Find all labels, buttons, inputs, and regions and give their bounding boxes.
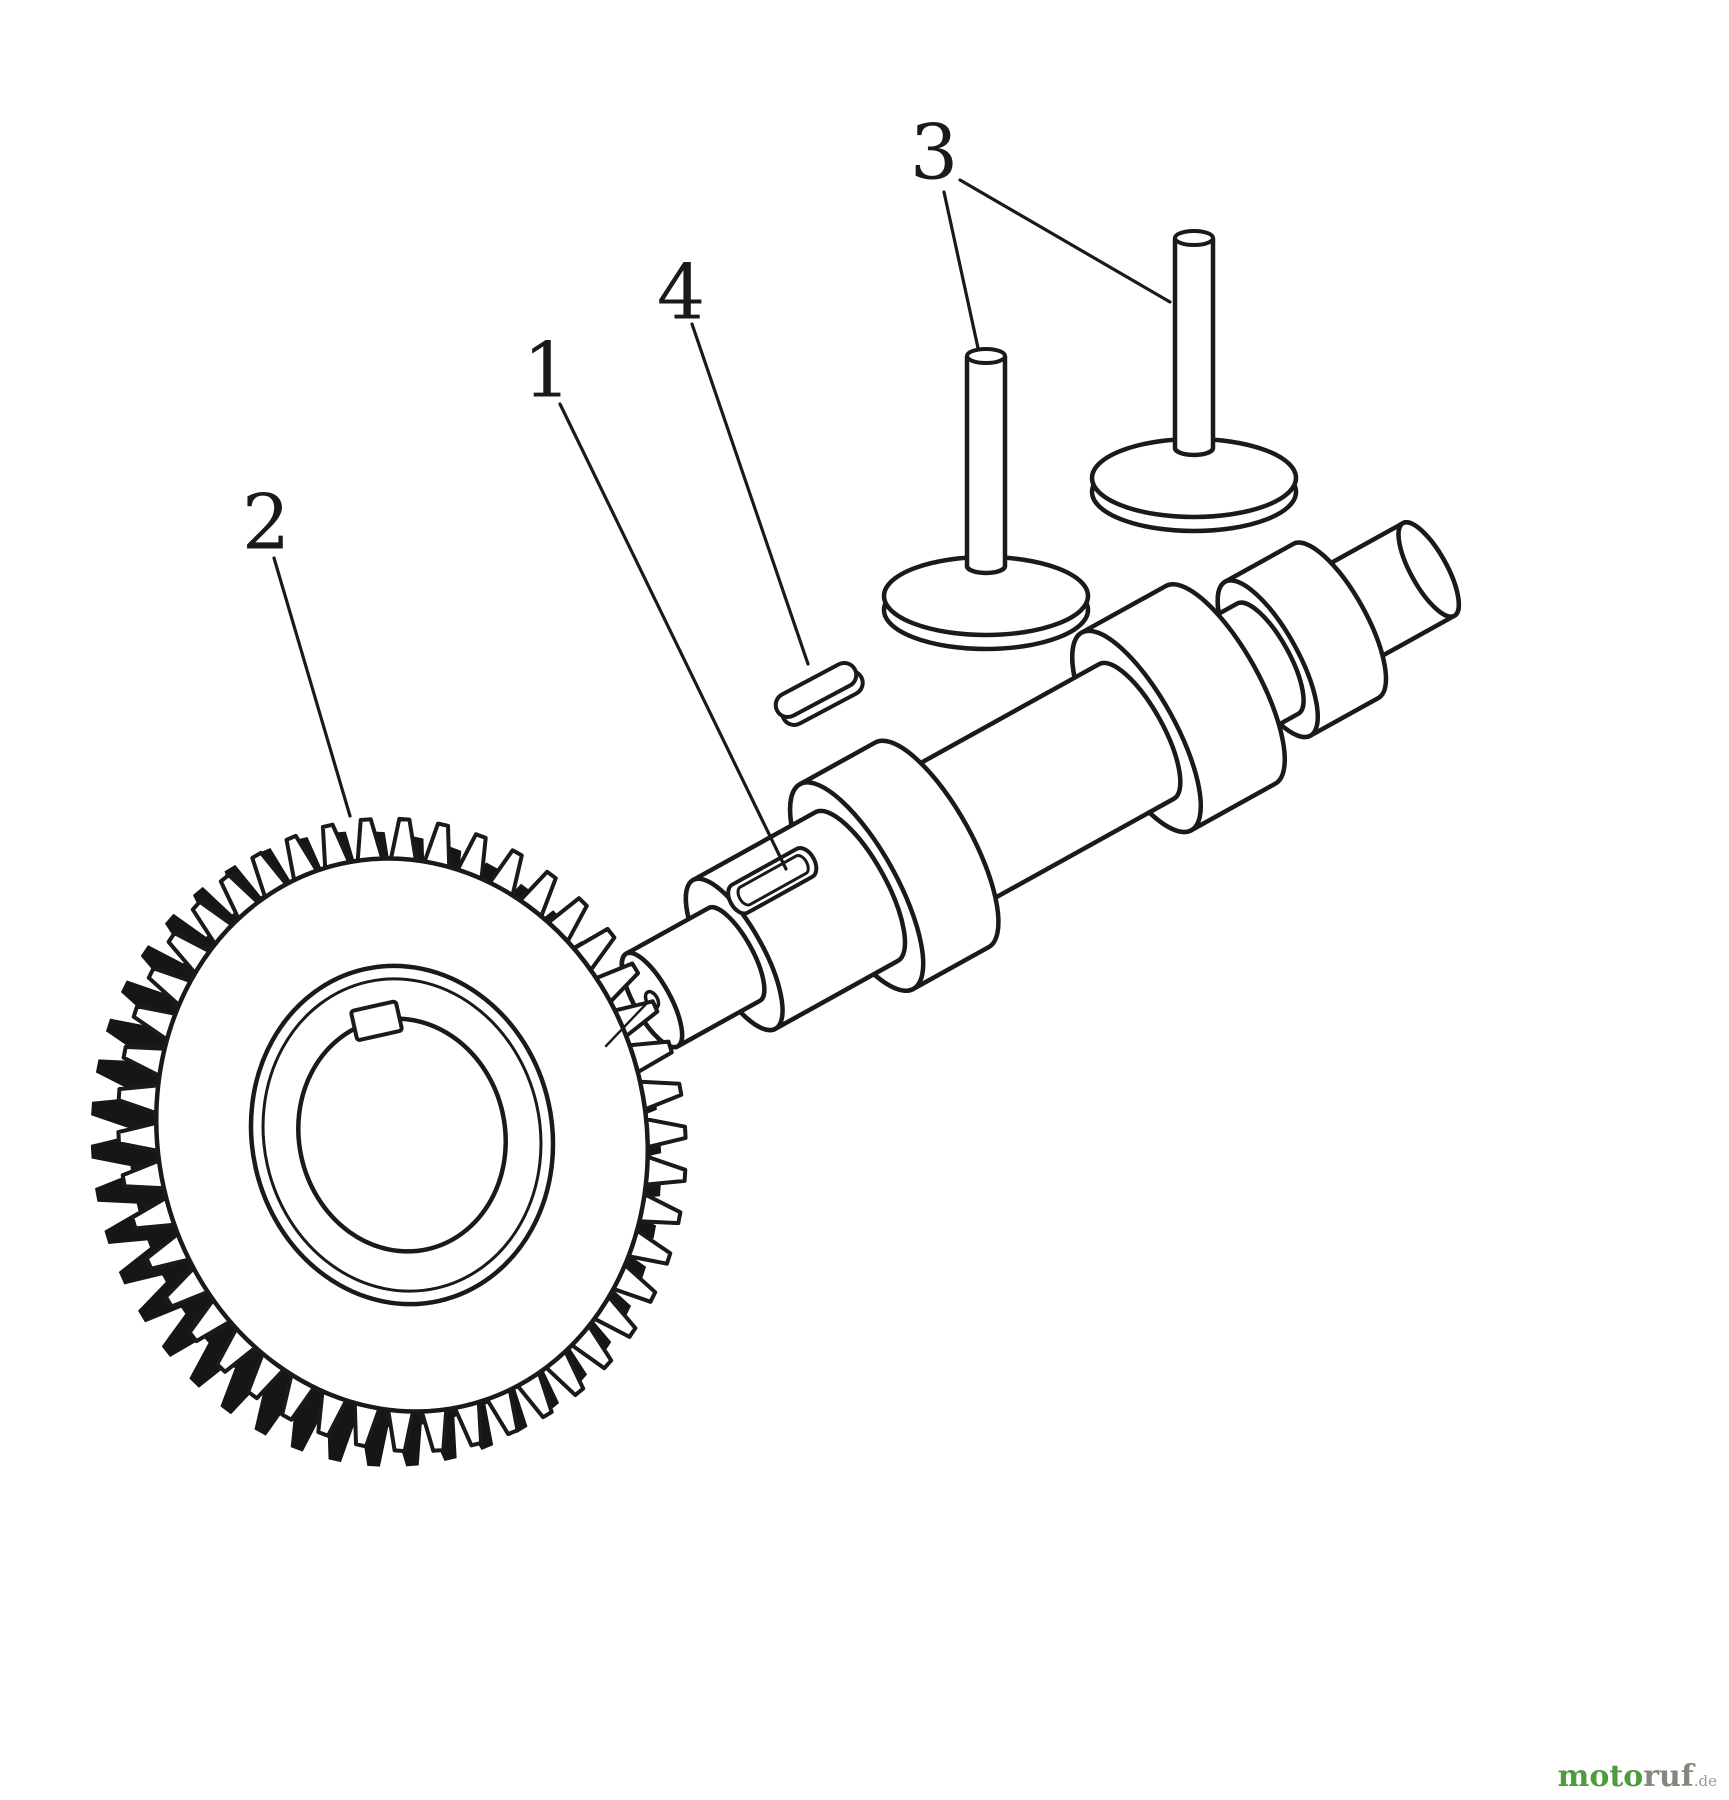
tappet-stem [964,356,1008,576]
callout-camshaft-gear: 2 [242,478,290,567]
tappet-left [881,347,1091,652]
leader-line-2 [272,556,352,818]
watermark-brand-2[interactable]: ruf [1643,1759,1694,1794]
tappet-stem-top [1173,229,1215,247]
camshaft-rear-stub-end-face [1396,520,1462,619]
callout-woodruff-key: 4 [657,248,705,337]
watermark-brand-1[interactable]: moto [1557,1759,1644,1794]
camshaft [619,520,1462,1050]
watermark[interactable]: motoruf.de [1558,1762,1717,1792]
leader-line-4 [690,322,810,666]
callout-tappets: 3 [910,108,958,197]
callout-camshaft: 1 [523,326,571,415]
key-top [773,660,859,720]
callouts: 1 2 3 4 [242,108,958,567]
leader-line-3b [958,178,1172,304]
watermark-tld[interactable]: .de [1693,1772,1717,1790]
tappet-right [1089,229,1299,534]
tappet-stem-top [965,347,1007,365]
leader-line-1 [558,402,788,871]
woodruff-key [773,660,865,727]
gear-hub-chamfer [261,977,543,1293]
leader-line-3a [942,190,980,350]
assembly-line-gear-to-shaft [604,1000,650,1048]
camshaft-keyway-slot-inner [736,854,810,907]
camshaft-gear [90,816,688,1467]
gear-bore-keyway [349,999,404,1042]
tappet-stem [1172,238,1216,458]
leader-lines [272,178,1172,1048]
camshaft-keyway-slot [726,846,819,916]
